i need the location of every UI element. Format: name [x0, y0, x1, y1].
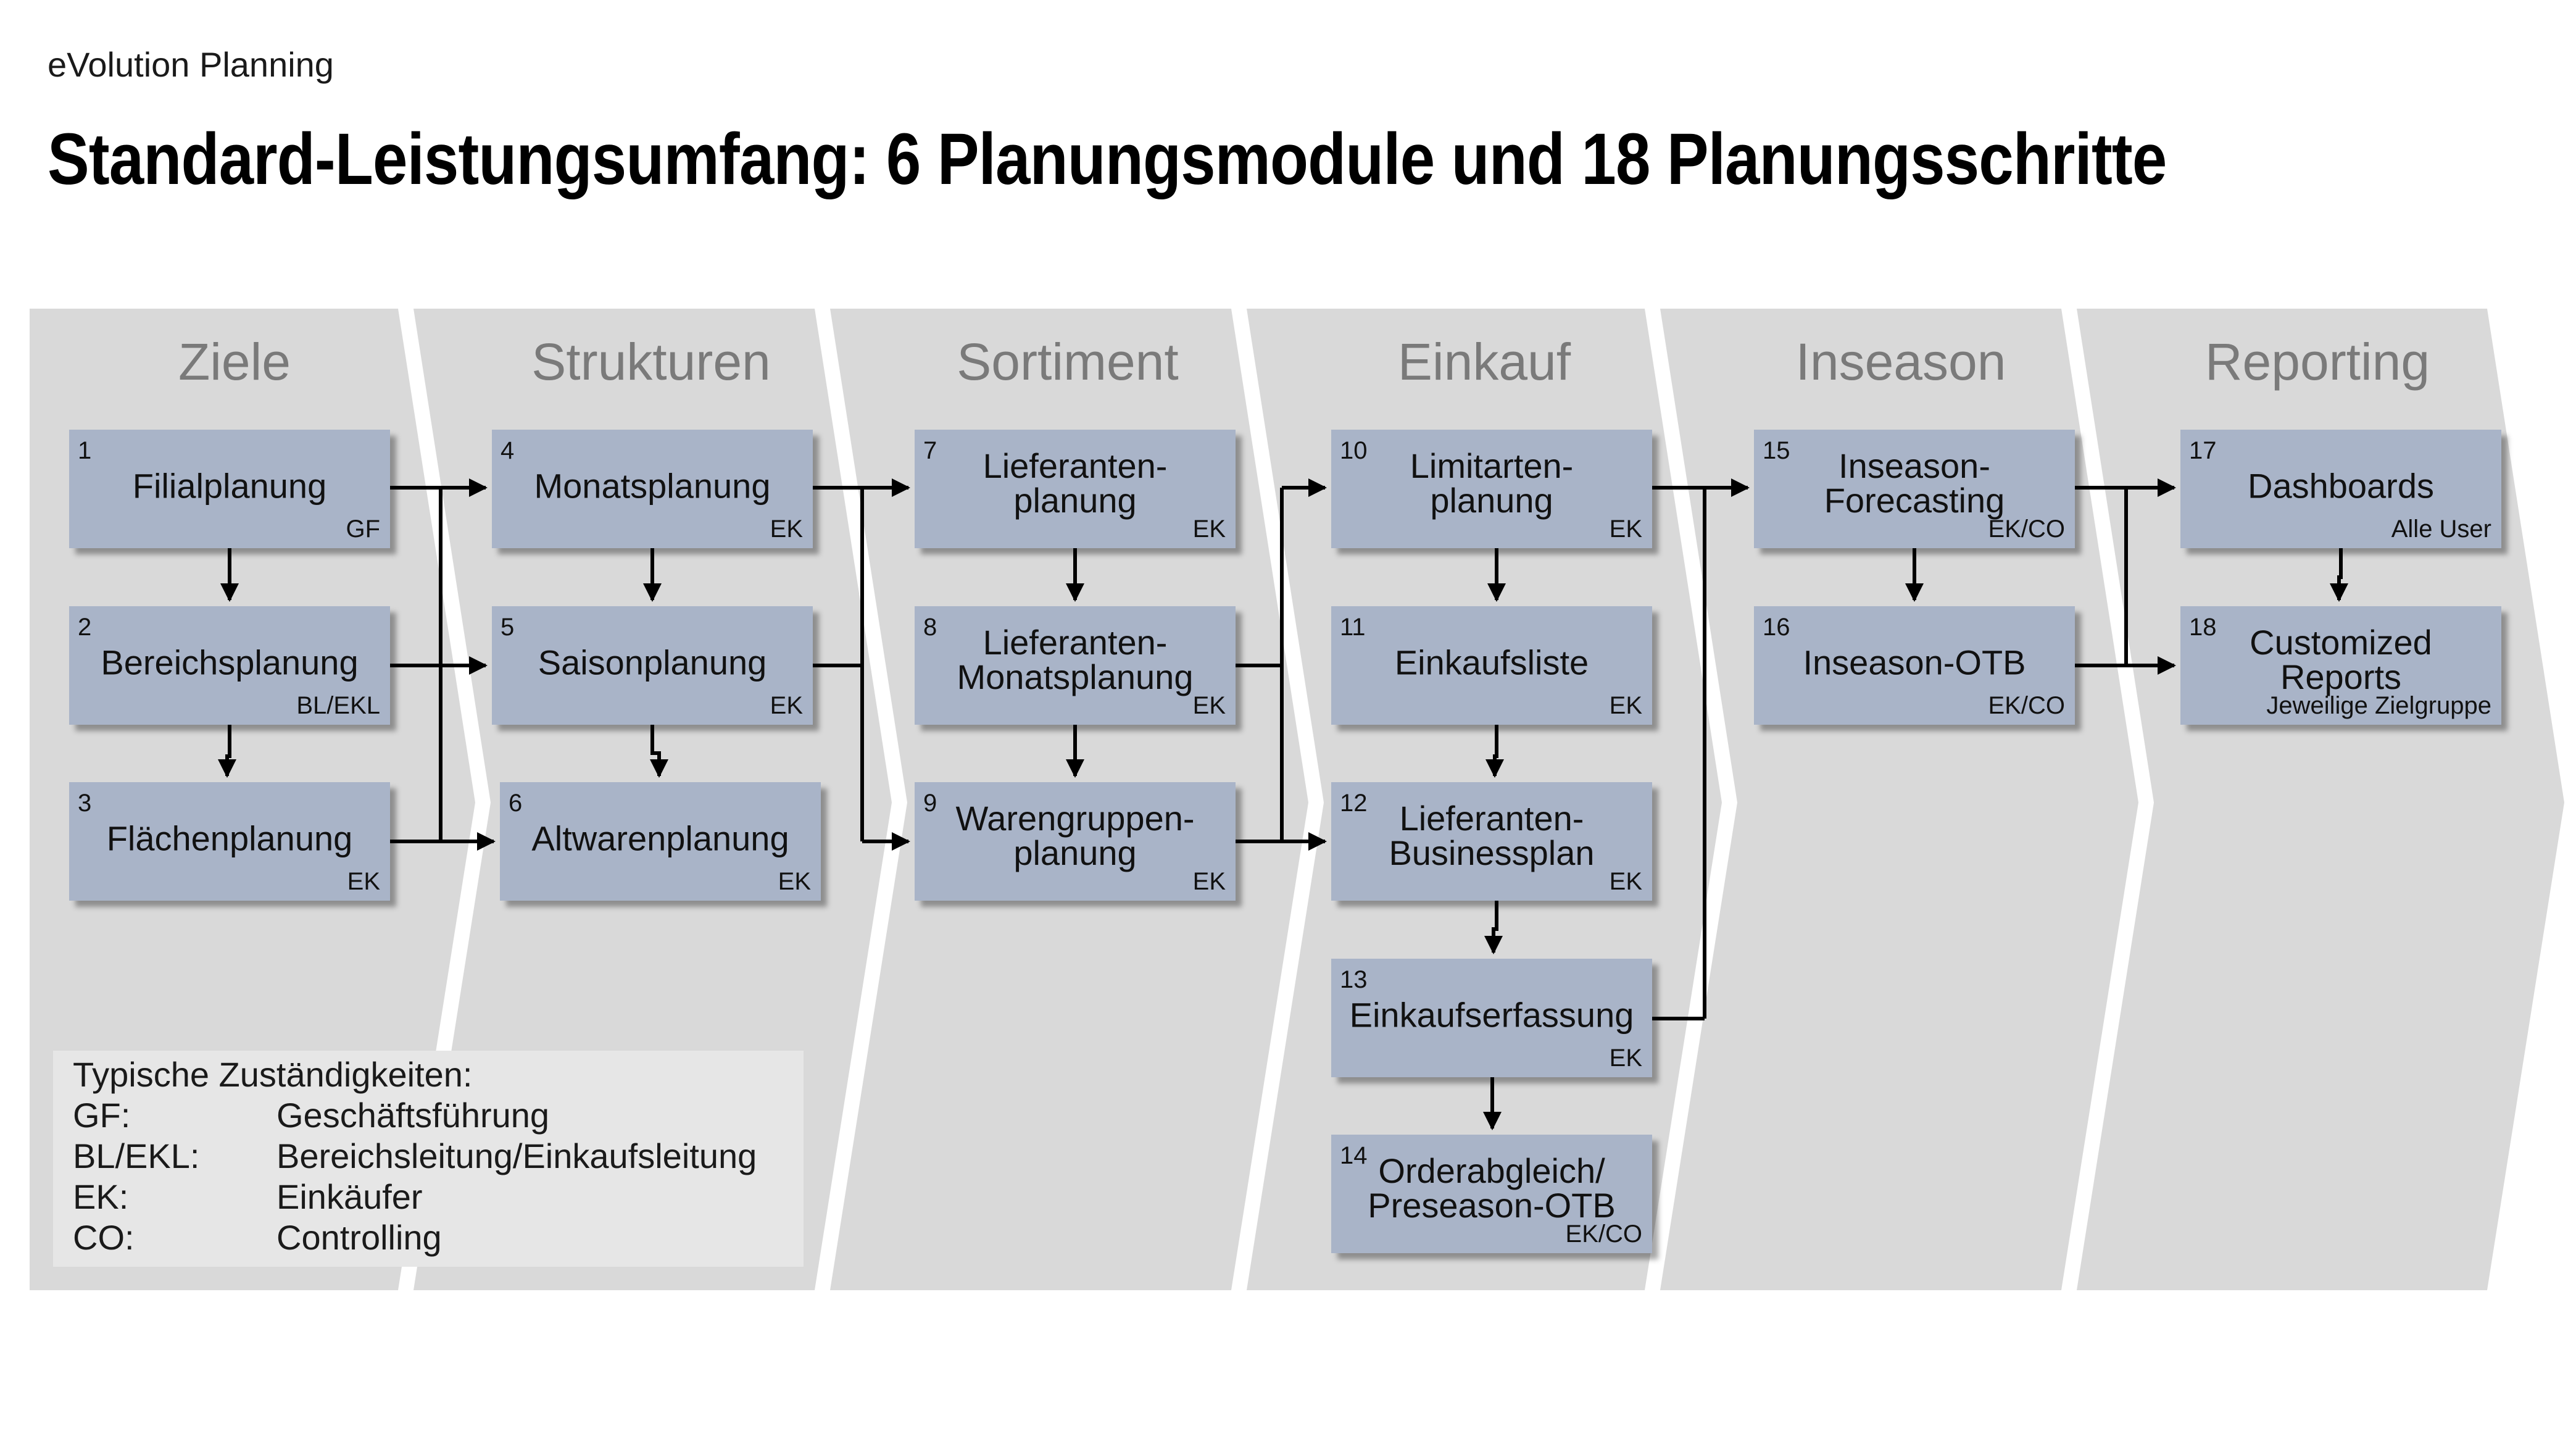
- step-role: EK: [778, 868, 811, 895]
- column-title-ziele: Ziele: [178, 333, 291, 391]
- step-box-1[interactable]: 1 Filialplanung GF: [69, 430, 390, 548]
- legend-desc: Bereichsleitung/Einkaufsleitung: [276, 1136, 757, 1175]
- step-label: Saisonplanung: [538, 643, 767, 682]
- step-role: EK/CO: [1988, 692, 2065, 719]
- step-role: EK/CO: [1988, 515, 2065, 543]
- step-role: EK: [1609, 692, 1642, 719]
- step-box-12[interactable]: 12 Lieferanten- Businessplan EK: [1331, 782, 1652, 901]
- step-number: 2: [78, 614, 92, 641]
- step-box-9[interactable]: 9 Warengruppen- planung EK: [915, 782, 1236, 901]
- step-role: EK: [1192, 692, 1226, 719]
- step-role: EK: [347, 868, 380, 895]
- step-box-5[interactable]: 5 Saisonplanung EK: [492, 606, 813, 725]
- step-box-8[interactable]: 8 Lieferanten- Monatsplanung EK: [915, 606, 1236, 725]
- step-number: 8: [923, 614, 937, 641]
- step-role: EK: [1192, 515, 1226, 543]
- step-role: EK: [1609, 515, 1642, 543]
- step-box-16[interactable]: 16 Inseason-OTB EK/CO: [1754, 606, 2075, 725]
- step-number: 11: [1340, 614, 1366, 641]
- legend-desc: Geschäftsführung: [276, 1096, 550, 1135]
- step-label: Lieferanten- Monatsplanung: [957, 623, 1194, 697]
- step-label: Einkaufsliste: [1394, 643, 1589, 682]
- chevron-reporting: [2077, 309, 2564, 1290]
- step-number: 13: [1340, 966, 1368, 993]
- step-number: 18: [2189, 614, 2217, 641]
- step-role: Jeweilige Zielgruppe: [2266, 692, 2491, 719]
- step-label: Lieferanten- Businessplan: [1389, 799, 1595, 873]
- step-label: Inseason- Forecasting: [1824, 446, 2005, 520]
- step-label: Altwarenplanung: [531, 819, 789, 858]
- step-number: 1: [78, 437, 92, 464]
- step-number: 16: [1763, 614, 1790, 641]
- step-box-11[interactable]: 11 Einkaufsliste EK: [1331, 606, 1652, 725]
- step-number: 6: [509, 790, 523, 817]
- legend-abbr: EK:: [73, 1177, 129, 1216]
- brand-label: eVolution Planning: [48, 45, 334, 84]
- chevron-inseason: [1660, 309, 2138, 1290]
- step-box-4[interactable]: 4 Monatsplanung EK: [492, 430, 813, 548]
- legend-desc: Einkäufer: [276, 1177, 423, 1216]
- legend-title: Typische Zuständigkeiten:: [73, 1055, 473, 1094]
- step-box-14[interactable]: 14 Orderabgleich/ Preseason-OTB EK/CO: [1331, 1135, 1652, 1253]
- step-label: Customized Reports: [2250, 623, 2432, 697]
- step-box-13[interactable]: 13 Einkaufserfassung EK: [1331, 959, 1652, 1077]
- step-number: 9: [923, 790, 937, 817]
- step-role: EK: [1192, 868, 1226, 895]
- column-title-einkauf: Einkauf: [1397, 333, 1571, 391]
- step-label: Flächenplanung: [106, 819, 353, 858]
- step-label: Bereichsplanung: [101, 643, 359, 682]
- step-label: Filialplanung: [132, 466, 327, 506]
- step-box-7[interactable]: 7 Lieferanten- planung EK: [915, 430, 1236, 548]
- step-label: Dashboards: [2248, 466, 2434, 506]
- step-box-18[interactable]: 18 Customized Reports Jeweilige Zielgrup…: [2180, 606, 2501, 725]
- legend-desc: Controlling: [276, 1218, 442, 1257]
- column-title-sortiment: Sortiment: [957, 333, 1179, 391]
- step-label: Inseason-OTB: [1803, 643, 2026, 682]
- step-box-3[interactable]: 3 Flächenplanung EK: [69, 782, 390, 901]
- responsibilities-legend: Typische Zuständigkeiten: GF: Geschäftsf…: [53, 1051, 804, 1267]
- step-role: EK/CO: [1565, 1220, 1642, 1248]
- page-title: Standard-Leistungsumfang: 6 Planungsmodu…: [48, 119, 2167, 200]
- step-number: 4: [501, 437, 515, 464]
- step-role: EK: [770, 515, 803, 543]
- step-role: BL/EKL: [296, 692, 380, 719]
- step-label: Orderabgleich/ Preseason-OTB: [1368, 1151, 1616, 1225]
- step-box-2[interactable]: 2 Bereichsplanung BL/EKL: [69, 606, 390, 725]
- step-role: EK: [770, 692, 803, 719]
- step-number: 17: [2189, 437, 2217, 464]
- step-label: Limitarten- planung: [1410, 446, 1574, 520]
- step-label: Lieferanten- planung: [983, 446, 1168, 520]
- legend-abbr: BL/EKL:: [73, 1136, 200, 1175]
- step-number: 10: [1340, 437, 1368, 464]
- step-box-15[interactable]: 15 Inseason- Forecasting EK/CO: [1754, 430, 2075, 548]
- step-box-10[interactable]: 10 Limitarten- planung EK: [1331, 430, 1652, 548]
- step-box-17[interactable]: 17 Dashboards Alle User: [2180, 430, 2501, 548]
- step-role: EK: [1609, 1045, 1642, 1072]
- step-number: 14: [1340, 1142, 1368, 1169]
- legend-abbr: GF:: [73, 1096, 131, 1135]
- step-label: Einkaufserfassung: [1349, 995, 1634, 1035]
- step-role: Alle User: [2391, 515, 2491, 543]
- column-title-reporting: Reporting: [2204, 333, 2430, 391]
- step-label: Monatsplanung: [534, 466, 771, 506]
- step-label: Warengruppen- planung: [955, 799, 1195, 873]
- step-box-6[interactable]: 6 Altwarenplanung EK: [500, 782, 821, 901]
- step-number: 15: [1763, 437, 1790, 464]
- legend-abbr: CO:: [73, 1218, 135, 1257]
- step-number: 7: [923, 437, 937, 464]
- column-title-inseason: Inseason: [1795, 333, 2006, 391]
- step-number: 5: [501, 614, 515, 641]
- step-number: 12: [1340, 790, 1368, 817]
- step-role: GF: [346, 515, 380, 543]
- step-number: 3: [78, 790, 92, 817]
- step-role: EK: [1609, 868, 1642, 895]
- column-title-strukturen: Strukturen: [531, 333, 771, 391]
